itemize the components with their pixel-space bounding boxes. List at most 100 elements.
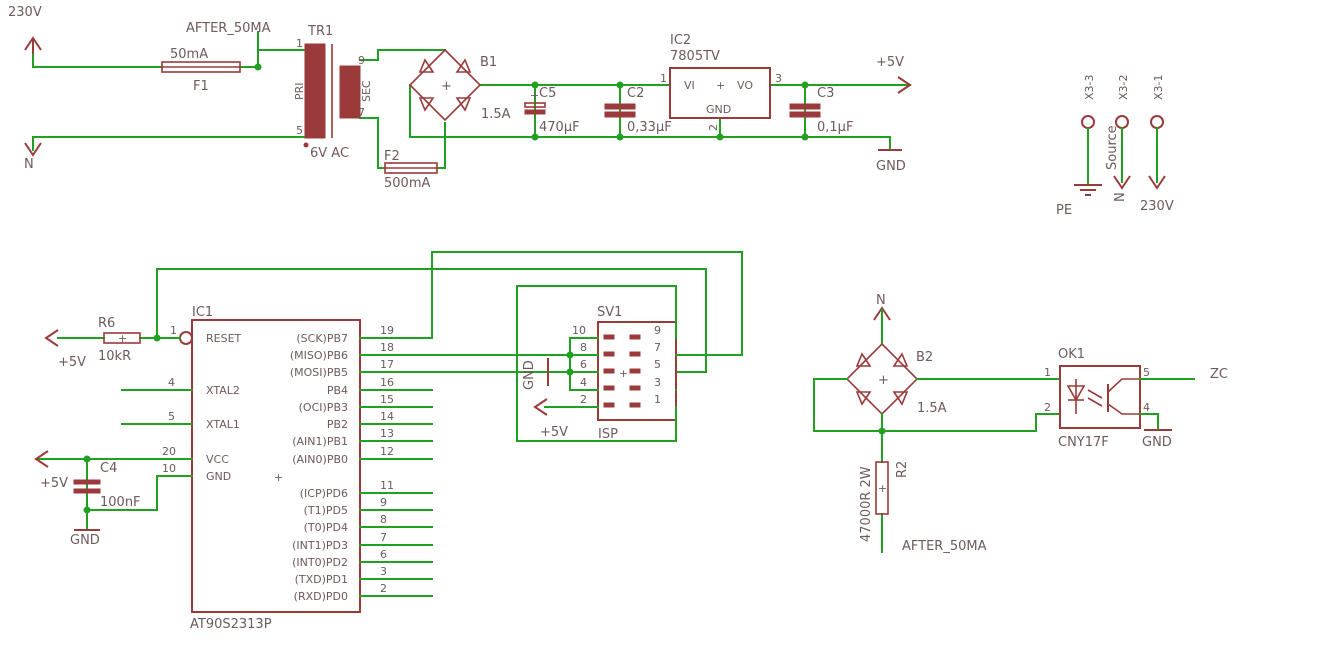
isp-pin-num: 2 (580, 393, 587, 406)
fuse-f1-value: 50mA (170, 47, 208, 62)
capacitor-c2-plate2 (604, 111, 636, 118)
mcu-section: IC1 AT90S2313P + + R6 10kR +5V C4 100nF … (34, 251, 743, 632)
bridge-b1-plus: + (441, 79, 452, 94)
wire-isp-9-loop (516, 285, 677, 442)
arrow-left-icon (44, 329, 59, 347)
arrow-right-icon (897, 76, 912, 94)
regulator-ic2-pin2: 2 (707, 124, 720, 131)
light-arrow-icon (1087, 389, 1103, 399)
wire-reset-to-sck (156, 268, 707, 373)
capacitor-c3-name: C3 (817, 86, 834, 101)
transformer-pin-5: 5 (296, 124, 303, 137)
mcu-pin-label-xtal1: XTAL1 (206, 418, 240, 431)
fuse-f1-name: F1 (193, 79, 209, 94)
wire-minus-rail (409, 84, 891, 151)
bridge-b2-plus: + (878, 373, 889, 388)
optocoupler-pin2: 2 (1044, 401, 1051, 414)
capacitor-c2-value: 0,33µF (627, 120, 672, 135)
optocoupler-ok1-name: OK1 (1058, 347, 1085, 362)
mcu-pin-label-pb0: (AIN0)PB0 (292, 453, 348, 466)
mcu-pin-num-pd0: 2 (380, 582, 387, 595)
capacitor-c2-name: C2 (627, 86, 644, 101)
junction (878, 427, 886, 435)
mcu-pin-label-vcc: VCC (206, 453, 229, 466)
capacitor-c4-name: C4 (100, 461, 117, 476)
diode-icon (418, 58, 472, 112)
capacitor-c3-value: 0,1µF (817, 120, 853, 135)
isp-gnd-label: GND (522, 360, 537, 390)
mcu-pin-label-pb5: (MOSI)PB5 (290, 366, 348, 379)
capacitor-c3-plate (789, 103, 821, 110)
capacitor-c5-plus: + (530, 89, 539, 102)
junction (616, 133, 624, 141)
regulator-ic2-pin1: 1 (660, 72, 667, 85)
capacitor-c3-plate2 (789, 111, 821, 118)
ground-icon (1074, 184, 1102, 196)
transformer-name: TR1 (307, 24, 333, 39)
junction (566, 368, 574, 376)
connector-230v-label: 230V (1140, 199, 1174, 214)
zc-n-label: N (876, 293, 886, 308)
zc-after50ma-label: AFTER_50MA (902, 539, 987, 554)
transformer-secondary-core (339, 65, 361, 119)
terminal-icon (1150, 115, 1164, 129)
mcu-pin-label-pb3: (OCI)PB3 (299, 401, 348, 414)
light-arrow-icon (1087, 397, 1103, 407)
resistor-r6-body (103, 332, 141, 344)
regulator-ic2-gnd: GND (706, 103, 731, 116)
junction (153, 334, 161, 342)
isp-pin-num: 7 (654, 341, 661, 354)
junction (801, 81, 809, 89)
label-gnd: GND (876, 159, 906, 174)
mcu-pin-label-pb1: (AIN1)PB1 (292, 435, 348, 448)
junction (254, 63, 262, 71)
bridge-b2-value: 1.5A (917, 401, 947, 416)
regulator-ic2-name: IC2 (670, 33, 691, 48)
transformer-pin-9: 9 (358, 54, 365, 67)
mcu-pin-label-pd2: (INT0)PD2 (292, 556, 348, 569)
mcu-pin-num-pd2: 6 (380, 548, 387, 561)
junction (83, 455, 91, 463)
zc-output-label: ZC (1210, 367, 1228, 382)
connector-source-label: Source (1105, 125, 1120, 170)
capacitor-c4-plate (73, 479, 101, 485)
mcu-pin-num-reset: 1 (170, 324, 177, 337)
resistor-r2-body (875, 461, 889, 515)
mcu-pin-label-pb7: (SCK)PB7 (296, 332, 348, 345)
mcu-pin-num-pb5: 17 (380, 358, 394, 371)
mcu-pin-num-pd4: 8 (380, 513, 387, 526)
optocoupler-ok1-value: CNY17F (1058, 435, 1109, 450)
mcu-right-pin-numbers: 19 18 17 16 15 14 13 12 11 9 8 7 6 3 2 (380, 324, 394, 595)
mcu-pin-label-pd6: (ICP)PD6 (300, 487, 348, 500)
resistor-r6-plus: + (118, 332, 127, 345)
junction (616, 81, 624, 89)
capacitor-c4-value: 100nF (100, 495, 141, 510)
connector-x3-1-label: X3-1 (1152, 74, 1165, 100)
mcu-pin-num-vcc: 20 (162, 445, 176, 458)
power-supply-section: 230V N AFTER_50MA 50mA F1 TR1 1 5 9 7 PR… (8, 5, 912, 191)
resistor-r2-plus: + (878, 482, 887, 495)
arrow-left-icon (34, 450, 49, 468)
zc-gnd-label: GND (1142, 435, 1172, 450)
mcu-pin-num-pd3: 7 (380, 531, 387, 544)
isp-header-value: ISP (598, 427, 618, 442)
mcu-pin-num-pb2: 14 (380, 410, 394, 423)
label-5v-out: +5V (876, 55, 904, 70)
capacitor-c5-plate (524, 102, 546, 108)
label-230v: 230V (8, 5, 42, 20)
capacitor-c4-plate2 (73, 488, 101, 494)
isp-pin-pads (603, 334, 641, 408)
regulator-ic2-vo: VO (737, 79, 753, 92)
transformer-pin-1: 1 (296, 37, 303, 50)
transformer-pri-label: PRI (293, 82, 306, 100)
resistor-r2-name: R2 (895, 461, 910, 478)
connector-pe-label: PE (1056, 203, 1072, 218)
label-after50ma: AFTER_50MA (186, 21, 271, 36)
mcu-pin-label-xtal2: XTAL2 (206, 384, 240, 397)
mcu-ic1-name: IC1 (192, 305, 213, 320)
wire-n-line (32, 136, 306, 151)
transistor-icon-emitter (1107, 403, 1140, 415)
optocoupler-ok1-body (1059, 365, 1141, 429)
mcu-pin-num-pd5: 9 (380, 496, 387, 509)
